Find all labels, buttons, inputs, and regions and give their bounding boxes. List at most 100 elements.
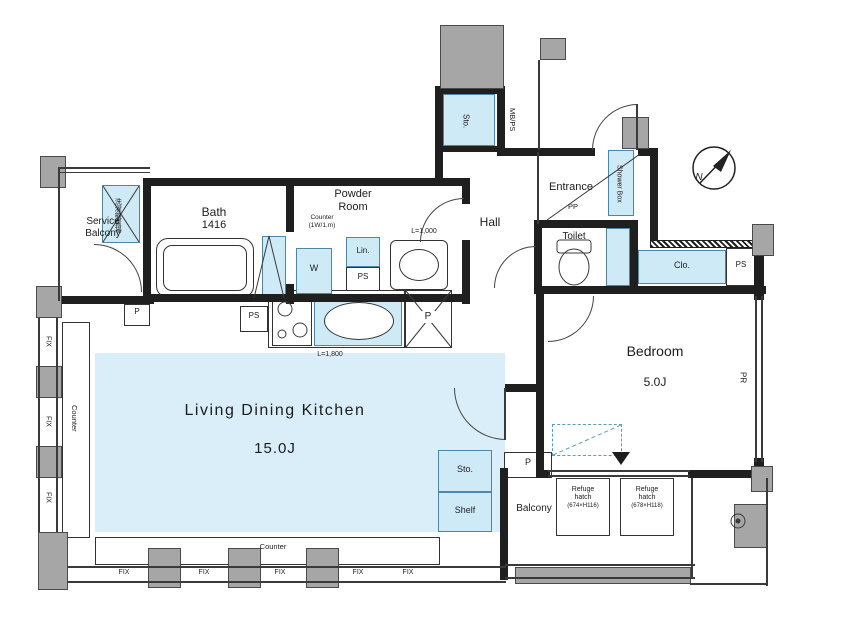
balcony-rail [58,167,60,301]
ps-powder-label: PS [357,272,369,281]
room-label-powder: Powder Room [312,188,394,214]
compass-ring [692,146,736,190]
compass [692,146,736,190]
refuge1-line3: (674×H116) [567,502,599,509]
room-label-service-balcony: Service Balcony [64,216,142,240]
shelf-ldk [438,492,492,532]
bathtub-inner [163,245,247,291]
room-label-bath: Bath 1416 [178,205,250,232]
balcony-rail [58,167,150,169]
wall-segment [500,468,508,580]
pillar [36,286,62,318]
wall-segment [534,220,638,228]
fix-label-left-1: FIX [41,330,54,352]
window-line [56,318,58,532]
toilet-cabinet [606,228,630,286]
fix-label-bottom-2: FIX [190,569,218,578]
room-label-toilet: Toilet [562,231,586,242]
balcony-rail [58,172,150,173]
counter-bottom-band [95,537,440,565]
counter-left-band [62,322,90,538]
drain-cap-center [735,518,741,524]
bath-folding-door [253,235,285,299]
refuge-hatch-1-label: Refuge hatch (674×H116) [557,486,609,510]
fix-label-bottom-3: FIX [266,569,294,578]
p-left-box [124,304,150,326]
washer-label: W [309,263,319,273]
room-label-entrance: Entrance [548,181,594,193]
toilet-bowl [558,248,590,286]
ldk-floor [95,353,505,532]
toilet-tank [556,239,592,254]
service-balcony-line1: Service [86,216,120,227]
refuge1-line2: hatch [574,494,592,502]
pillar [440,25,504,89]
wall-segment [435,86,505,94]
pp-label: PP [567,202,578,211]
pillar [734,504,768,548]
l1800-label: L=1,800 [317,351,343,358]
wall-segment [630,220,638,294]
ps-powder-box [346,267,380,291]
storage-ldk [438,450,492,492]
wall-segment [505,384,538,392]
wall-segment [462,178,470,204]
service-balcony-line2: Balcony [85,227,121,239]
wall-segment [497,148,595,156]
linen-cabinet [346,237,380,267]
pillar [540,38,566,60]
shelf-label: Shelf [454,505,476,515]
stove-burner [277,329,287,339]
north-label: N [695,172,703,183]
pillar [40,156,66,188]
p-balcony-label: P [524,457,531,467]
kitchen-sink-basin [324,302,394,340]
bedroom-size-label: 5.0J [643,375,667,389]
balcony-slab [515,567,691,584]
stove-burner [277,301,293,317]
wall-segment [60,296,154,304]
counter-note: Counter (1W/1.m) [294,214,350,229]
ldk-door-leaf [504,388,506,440]
shower-box-label: Shower Box [615,165,623,203]
window-line [548,475,690,477]
ps-right-box [726,248,756,286]
bath-name: Bath [201,205,227,219]
balcony-divider [691,478,693,578]
room-label-ldk: Living Dining Kitchen [184,402,366,419]
balcony-rail [505,577,695,579]
window-line [38,318,40,532]
entrance-step-line [537,152,539,224]
powder-line2: Room [338,200,368,213]
balcony-partition-marker [612,452,630,465]
wall-segment [462,240,470,304]
kitchen-counter [268,290,405,348]
wall-segment [536,286,766,294]
ps-right-label: PS [735,260,747,269]
linen-label: Lin. [356,246,370,255]
boundary-line [766,478,768,586]
ldk-size-label: 15.0J [254,440,296,457]
wall-segment [143,178,151,304]
powder-line1: Powder [334,188,372,200]
refuge1-line1: Refuge [571,486,595,493]
refuge-hatch-1-box [556,478,610,536]
counter-bottom-label: Counter [259,542,287,551]
wall-segment [435,146,505,152]
pillar [752,224,774,256]
washer-pan-cross [102,185,140,243]
fix-label-bottom-1: FIX [110,569,138,578]
wall-segment [638,148,658,156]
entrance-step-diagonal [546,153,641,221]
counter-note-line1: Counter [310,214,334,221]
compass-needle-head [713,150,731,172]
laundry-space-label: 洗濯機置場 [114,197,122,233]
window-line [548,470,690,472]
wall-segment [143,178,467,186]
wall-segment [754,240,764,300]
fix-label-bottom-5: FIX [394,569,422,578]
refuge2-line3: (678×H118) [631,502,663,509]
counter-left-label: Counter [69,404,79,432]
pantry-box [405,290,452,348]
